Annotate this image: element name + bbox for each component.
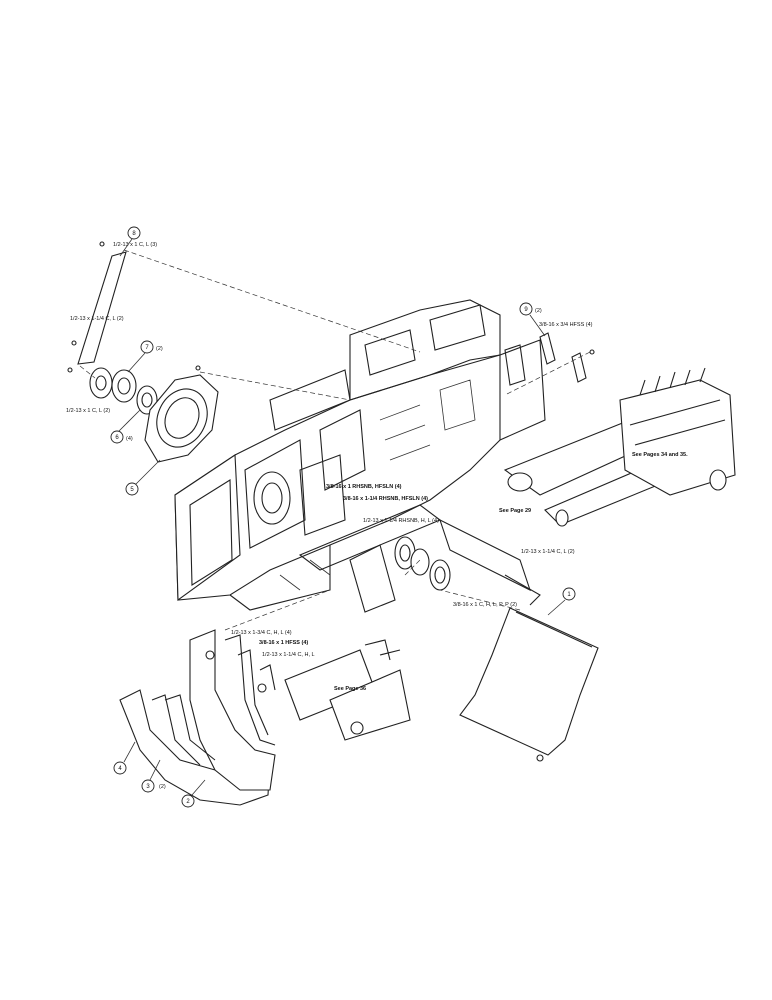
label-l1: 1/2-13 x 1 C, L (3) (113, 242, 157, 248)
label-l6: 3/8-16 x 1 RHSNB, HFSLN (4) (326, 484, 402, 490)
main-frame (174, 299, 546, 611)
svg-text:6: 6 (115, 435, 119, 441)
svg-text:1: 1 (567, 592, 571, 598)
svg-text:9: 9 (524, 307, 528, 313)
cover-plate-8 (71, 241, 127, 365)
label-l12: 1/2-13 x 1-3/4 C, H, L (4) (231, 630, 292, 636)
callout-7: 7 (140, 340, 154, 354)
svg-text:7: 7 (145, 345, 149, 351)
label-l9: See Page 29 (499, 508, 531, 514)
callout-2: 2 (181, 794, 195, 808)
callout-6: 6 (110, 430, 124, 444)
qty-7: (2) (156, 346, 163, 352)
axle-shaft (298, 504, 541, 613)
right-axle-assembly (503, 367, 736, 527)
callout-3: 3 (141, 779, 155, 793)
bearing-pack-right (394, 536, 451, 591)
callout-1: 1 (562, 587, 576, 601)
svg-text:2: 2 (186, 799, 190, 805)
label-l3: 1/2-13 x 1 C, L (2) (66, 408, 110, 414)
callout-8: 8 (127, 226, 141, 240)
pto-linkage (284, 639, 411, 741)
shield-1 (459, 607, 599, 762)
svg-text:5: 5 (130, 487, 134, 493)
labels: 1/2-13 x 1 C, L (3) 1/2-13 x 1-1/4 C, L … (66, 242, 688, 692)
label-l11: 3/8-16 x 1 C, H, L, P, P (2) (453, 602, 517, 608)
callout-9: 9 (519, 302, 533, 316)
label-l5: See Pages 34 and 35. (632, 452, 688, 458)
callout-4: 4 (113, 761, 127, 775)
drum-plate-5 (144, 374, 219, 463)
lower-guard (119, 629, 276, 806)
label-l4: 3/8-16 x 3/4 HFSS (4) (539, 322, 593, 328)
label-l10: 1/2-13 x 1-1/4 C, L (2) (521, 549, 575, 555)
svg-text:3: 3 (146, 784, 150, 790)
label-l8: 1/2-13 x 1-1/4 RHSNB, H, L (4) (363, 518, 439, 524)
left-bearing-stack (67, 365, 201, 415)
qty-9: (2) (535, 308, 542, 314)
label-l15: See Page 36 (334, 686, 366, 692)
callout-5: 5 (125, 482, 139, 496)
label-l7: 3/8-16 x 1-1/4 RHSNB, HFSLN (4) (343, 496, 428, 502)
qty-6: (4) (126, 436, 133, 442)
brackets-9 (539, 332, 595, 383)
label-l13: 3/8-16 x 1 HFSS (4) (259, 640, 308, 646)
quantities: (2) (4) (2) (2) (126, 308, 542, 790)
qty-3: (2) (159, 784, 166, 790)
leader-lines (79, 249, 591, 631)
label-l2: 1/2-13 x 1-1/4 C, L (2) (70, 316, 124, 322)
label-l14: 1/2-13 x 1-1/4 C, H, L (262, 652, 315, 658)
svg-text:4: 4 (118, 766, 122, 772)
svg-text:8: 8 (132, 231, 136, 237)
callout-leaders (118, 238, 566, 796)
